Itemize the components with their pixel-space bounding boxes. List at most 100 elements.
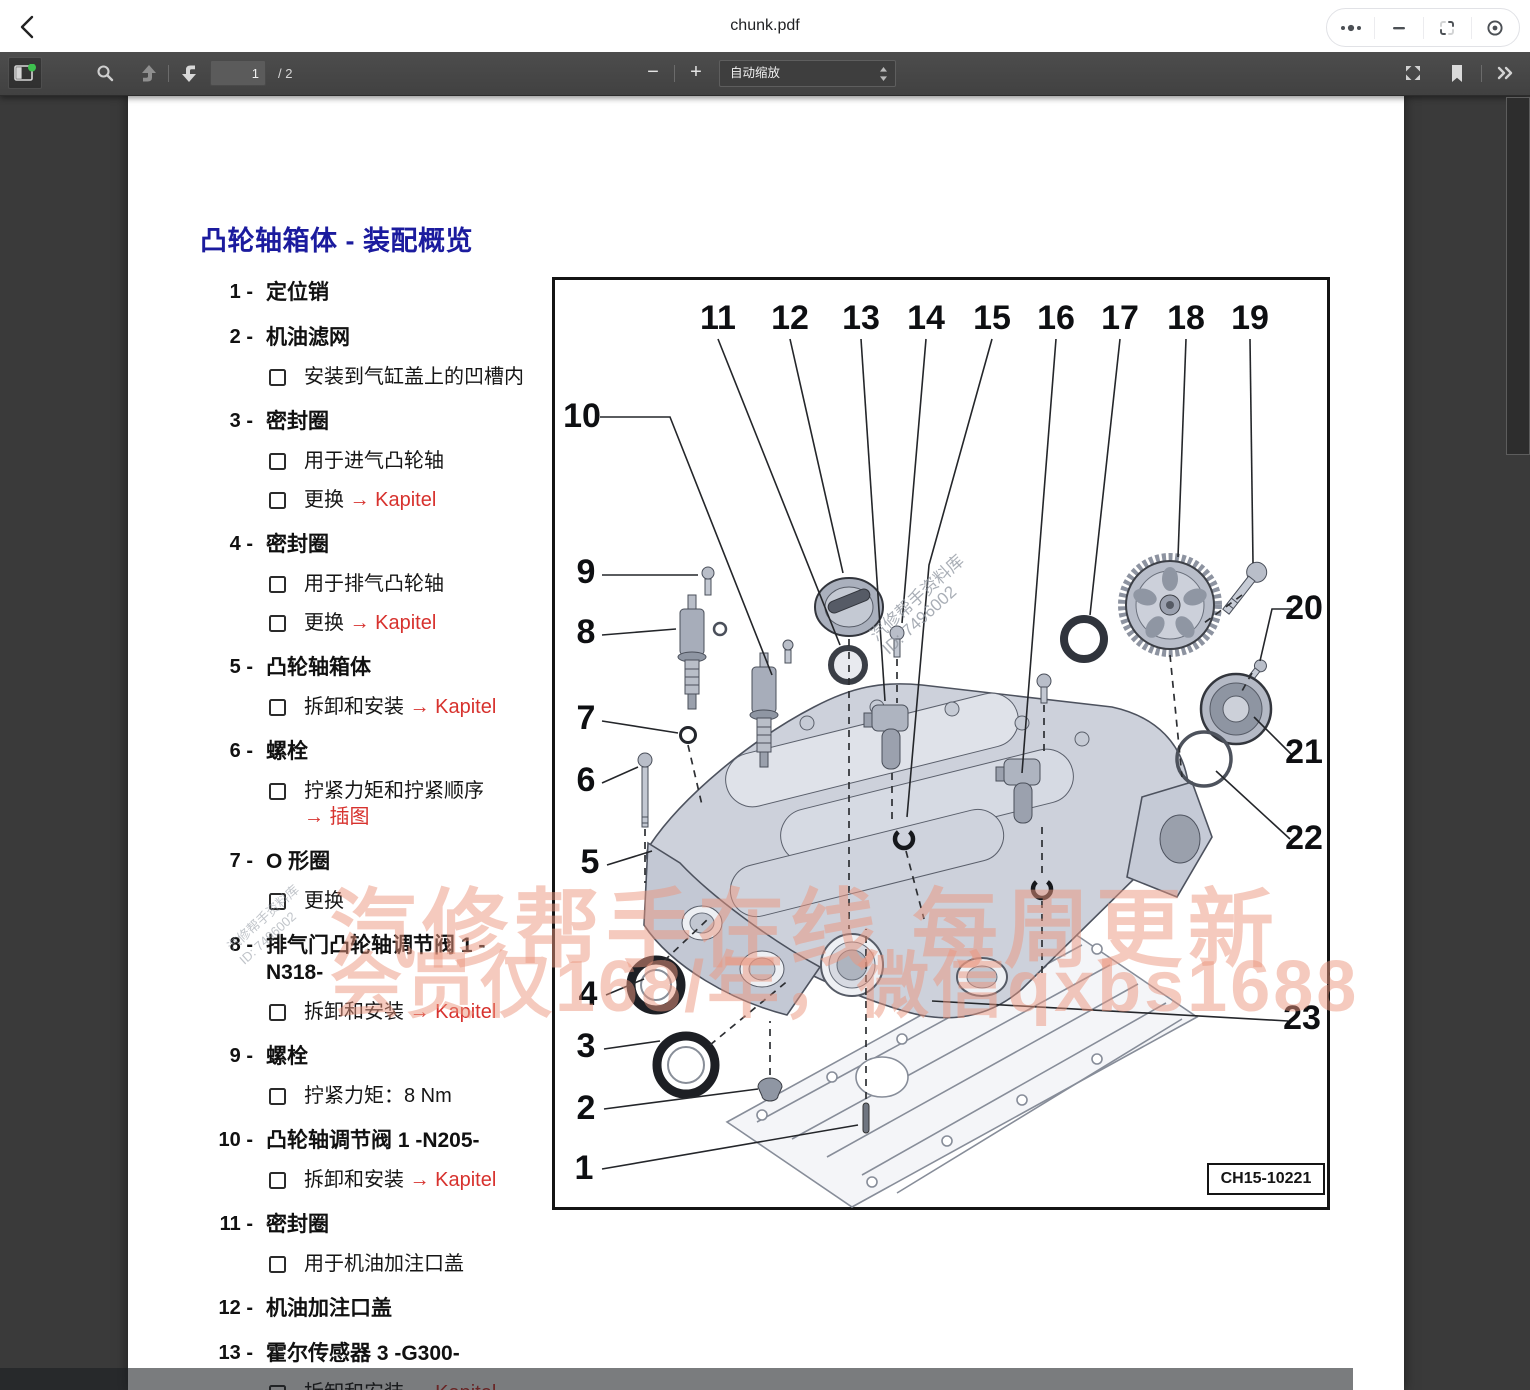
callout-number-21: 21 bbox=[1285, 733, 1323, 771]
item-number: 5 - bbox=[229, 656, 253, 678]
part-seal-ring-17 bbox=[1060, 615, 1108, 663]
chapter-link[interactable]: → Kapitel bbox=[349, 612, 437, 634]
chapter-link[interactable]: → 插图 bbox=[304, 806, 370, 828]
checkbox-bullet-icon bbox=[269, 453, 286, 470]
sidebar-badge-dot bbox=[28, 64, 36, 72]
item-number: 4 - bbox=[229, 533, 253, 555]
find-button[interactable] bbox=[88, 57, 122, 89]
item-number: 7 - bbox=[229, 850, 253, 872]
callout-number-19: 19 bbox=[1231, 299, 1269, 337]
sub-item-text: 用于进气凸轮轴 bbox=[304, 450, 444, 472]
part-seal-ring-4-inner bbox=[640, 969, 672, 1001]
zoom-select[interactable]: 自动缩放 bbox=[719, 60, 896, 87]
bookmark-button[interactable] bbox=[1440, 57, 1474, 89]
list-item-2: 2 -机油滤网安装到气缸盖上的凹槽内 bbox=[128, 324, 558, 390]
search-icon bbox=[97, 65, 114, 82]
callout-number-20: 20 bbox=[1285, 589, 1323, 627]
item-number: 6 - bbox=[229, 740, 253, 762]
zoom-out-button[interactable]: − bbox=[647, 61, 659, 83]
callout-number-1: 1 bbox=[575, 1149, 594, 1187]
chapter-link[interactable]: → Kapitel bbox=[409, 696, 497, 718]
part-bolt-6 bbox=[637, 752, 653, 828]
document-title: chunk.pdf bbox=[730, 17, 800, 34]
part-seal-ring-3-inner bbox=[667, 1046, 705, 1084]
more-tools-button[interactable] bbox=[1488, 57, 1522, 89]
sub-item: 更换 → Kapitel bbox=[266, 487, 558, 513]
sub-item-text: 拆卸和安装 bbox=[304, 696, 410, 718]
double-chevron-right-icon bbox=[1497, 66, 1512, 80]
leader-line-13 bbox=[860, 338, 886, 702]
sidebar-toggle-button[interactable] bbox=[8, 57, 42, 89]
leader-line-17 bbox=[1089, 338, 1121, 616]
callout-number-3: 3 bbox=[577, 1027, 596, 1065]
chevron-left-icon bbox=[20, 15, 34, 39]
sub-item: 拧紧力矩和拧紧顺序→ 插图 bbox=[266, 778, 558, 830]
vertical-scrollbar-thumb[interactable] bbox=[1506, 97, 1530, 455]
sub-item: 用于机油加注口盖 bbox=[266, 1251, 558, 1277]
checkbox-bullet-icon bbox=[269, 1004, 286, 1021]
checkbox-bullet-icon bbox=[269, 1088, 286, 1105]
item-label: 凸轮轴箱体 bbox=[266, 656, 371, 679]
sub-item-text: 用于排气凸轮轴 bbox=[304, 573, 444, 595]
sub-item: 拆卸和安装 → Kapitel bbox=[266, 1167, 558, 1193]
list-item-5: 5 - 凸轮轴箱体拆卸和安装 → Kapitel bbox=[128, 654, 558, 720]
item-number: 12 - bbox=[218, 1297, 253, 1319]
chapter-link[interactable]: → Kapitel bbox=[349, 489, 437, 511]
checkbox-bullet-icon bbox=[269, 492, 286, 509]
chapter-link[interactable]: → Kapitel bbox=[409, 1169, 497, 1191]
callout-number-8: 8 bbox=[577, 613, 596, 651]
sub-item: 拧紧力矩：8 Nm bbox=[266, 1083, 558, 1109]
horizontal-scrollbar-thumb[interactable] bbox=[0, 1368, 1353, 1390]
item-label: 霍尔传感器 3 -G300- bbox=[266, 1342, 460, 1365]
item-number: 13 - bbox=[218, 1342, 253, 1364]
callout-number-2: 2 bbox=[577, 1089, 596, 1127]
sub-item: 安装到气缸盖上的凹槽内 bbox=[266, 364, 558, 390]
callout-number-17: 17 bbox=[1101, 299, 1139, 337]
leader-line-22 bbox=[1215, 770, 1291, 840]
item-label: 机油滤网 bbox=[266, 326, 350, 349]
next-page-button[interactable] bbox=[172, 57, 206, 89]
more-options-button[interactable] bbox=[1327, 16, 1376, 39]
part-seal-ring-3 bbox=[652, 1031, 720, 1099]
minimize-button[interactable] bbox=[1375, 16, 1424, 39]
list-item-4: 4 -密封圈用于排气凸轮轴更换 → Kapitel bbox=[128, 531, 558, 636]
page-number-input[interactable] bbox=[210, 60, 266, 86]
callout-number-10: 10 bbox=[563, 397, 601, 435]
callout-number-22: 22 bbox=[1285, 819, 1323, 857]
item-label: 排气门凸轮轴调节阀 1 -N318- bbox=[266, 934, 486, 984]
restore-window-button[interactable] bbox=[1424, 16, 1472, 39]
callout-number-9: 9 bbox=[577, 553, 596, 591]
chapter-link[interactable]: → Kapitel bbox=[409, 1001, 497, 1023]
close-app-button[interactable] bbox=[1472, 17, 1519, 39]
callout-number-16: 16 bbox=[1037, 299, 1075, 337]
leader-line-5 bbox=[606, 850, 653, 866]
back-button[interactable] bbox=[16, 14, 42, 40]
part-camshaft-gear bbox=[1118, 553, 1222, 657]
part-circlip-2 bbox=[1030, 877, 1054, 901]
callout-number-11: 11 bbox=[700, 299, 736, 337]
callout-number-14: 14 bbox=[907, 299, 945, 337]
callout-number-15: 15 bbox=[973, 299, 1011, 337]
leader-line-8 bbox=[601, 628, 677, 636]
zoom-in-button[interactable]: + bbox=[690, 61, 702, 83]
sub-item-text: 拆卸和安装 bbox=[304, 1001, 410, 1023]
part-seal-ring-11 bbox=[828, 645, 868, 685]
item-label: 机油加注口盖 bbox=[266, 1297, 392, 1320]
part-o-ring-22 bbox=[1175, 730, 1233, 788]
previous-page-button[interactable] bbox=[132, 57, 166, 89]
part-o-ring-7 bbox=[679, 726, 697, 744]
part-bolt-19 bbox=[1222, 561, 1268, 615]
toolbar-separator bbox=[1481, 65, 1482, 82]
page-count-label: / 2 bbox=[278, 66, 293, 81]
figure-reference-label: CH15-10221 bbox=[1207, 1163, 1325, 1195]
item-label: 密封圈 bbox=[266, 410, 329, 433]
sub-item-text: 更换 bbox=[304, 612, 350, 634]
titlebar: chunk.pdf bbox=[0, 0, 1530, 52]
list-item-11: 11 -密封圈用于机油加注口盖 bbox=[128, 1211, 558, 1277]
presentation-mode-button[interactable] bbox=[1396, 57, 1430, 89]
